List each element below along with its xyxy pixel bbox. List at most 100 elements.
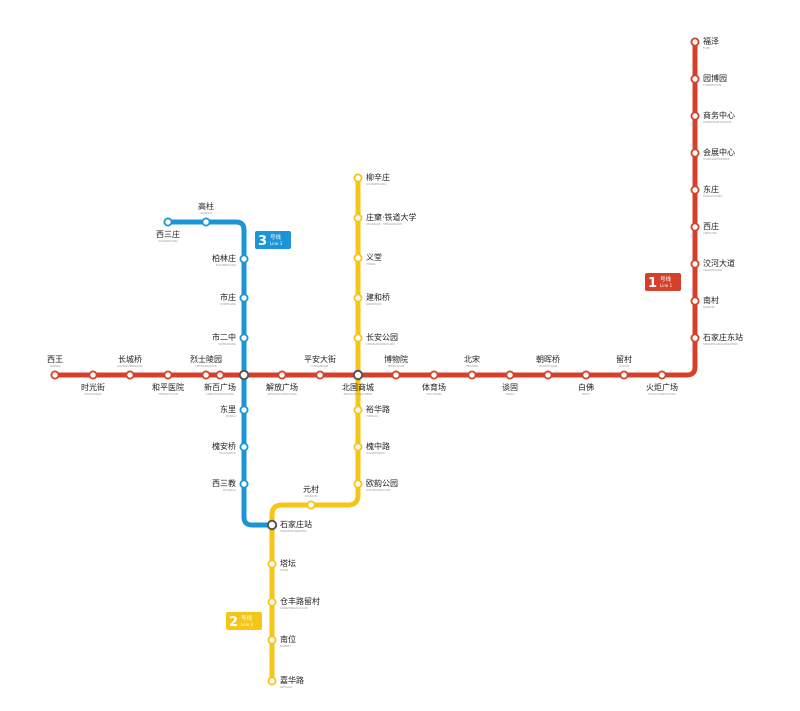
line-1-badge: 1 号线 Line 1 [645, 273, 681, 291]
station-marker [239, 405, 249, 415]
station-marker [690, 259, 700, 269]
station-marker [690, 222, 700, 232]
station-romanized: LIUCUN [619, 364, 629, 368]
line-1-badge-bg [645, 273, 681, 291]
interchange-marker [352, 369, 364, 381]
station-name: 欧韵公园 [366, 478, 398, 488]
station-name: 朝晖桥 [536, 354, 560, 364]
station-marker [267, 635, 277, 645]
station-name: 园博园 [703, 73, 727, 83]
station-romanized: NANWEI [280, 644, 291, 648]
line-3-badge-bg [255, 231, 291, 249]
station-name: 柏林庄 [212, 253, 236, 263]
station-name: 义堂 [366, 252, 382, 262]
station-name: 洨河大道 [703, 258, 735, 268]
line-1-route [55, 42, 698, 378]
station-romanized: SHIJIAZHUANGDONGZHAN [703, 342, 738, 346]
line-2-badge-en: Line 2 [241, 622, 254, 627]
station-name: 平安大街 [304, 354, 336, 364]
station-romanized: HUAIANQIAO [219, 451, 236, 455]
station-romanized: ZHUANGKE · TIEDAODAXUE [366, 222, 402, 226]
station-romanized: JIANHEQIAO [365, 302, 381, 306]
station-name: 高柱 [198, 201, 214, 211]
station-marker [353, 293, 363, 303]
station-marker [353, 442, 363, 452]
interchange-marker [266, 519, 278, 531]
station-romanized: SHIZHUANG [220, 302, 236, 306]
station-name: 南位 [280, 634, 296, 644]
station-romanized: YUANCUN [305, 494, 318, 498]
station-name: 西三教 [212, 478, 236, 488]
station-marker [353, 173, 363, 183]
station-marker [267, 676, 277, 686]
station-name: 庄窠·铁道大学 [366, 212, 417, 222]
station-marker [50, 370, 60, 380]
station-name: 体育场 [422, 382, 446, 392]
station-romanized: YITANG [366, 262, 375, 266]
station-marker [690, 148, 700, 158]
station-romanized: CHANGANGONGYUAN [366, 342, 394, 346]
station-marker [581, 370, 591, 380]
station-name: 裕华路 [366, 404, 390, 414]
station-marker [306, 500, 316, 510]
station-name: 塔坛 [280, 558, 296, 568]
line-2-badge-cn: 号线 [241, 614, 253, 622]
line-3-badge-number: 3 [258, 234, 267, 249]
station-name: 仓丰路留村 [280, 596, 320, 606]
station-marker [690, 74, 700, 84]
station-name: 和平医院 [152, 382, 184, 392]
station-marker [239, 442, 249, 452]
station-romanized: SHIERZHONG [218, 342, 236, 346]
station-marker [88, 370, 98, 380]
station-romanized: LIUXINZHUANG [366, 182, 386, 186]
interchange-marker [238, 369, 250, 381]
station-marker [125, 370, 135, 380]
line-3-badge-en: Line 3 [270, 241, 283, 246]
line-3-badge: 3 号线 Line 3 [255, 231, 291, 249]
station-marker [353, 405, 363, 415]
station-marker [690, 111, 700, 121]
station-name: 会展中心 [703, 147, 735, 157]
station-romanized: XISANJIAO [223, 488, 236, 492]
station-name: 西三庄 [156, 229, 180, 239]
station-romanized: OUYUNGONGYUAN [366, 488, 390, 492]
station-name: 元村 [303, 484, 319, 494]
station-name: 建和桥 [366, 292, 390, 302]
station-marker [239, 479, 249, 489]
station-marker [215, 370, 225, 380]
station-marker [163, 370, 173, 380]
station-name: 白佛 [578, 382, 594, 392]
station-romanized: SHANGWUZHONGXIN [703, 120, 731, 124]
station-marker [429, 370, 439, 380]
station-name: 留村 [616, 354, 632, 364]
station-romanized: TANGU [505, 392, 514, 396]
station-romanized: HEPINGYIYUAN [158, 392, 177, 396]
line-3-badge-cn: 号线 [270, 233, 282, 241]
station-romanized: XIZHUANG [703, 231, 717, 235]
station-romanized: YUHUALU [366, 414, 378, 418]
station-marker [543, 370, 553, 380]
station-romanized: XISANZHUANG [158, 239, 177, 243]
